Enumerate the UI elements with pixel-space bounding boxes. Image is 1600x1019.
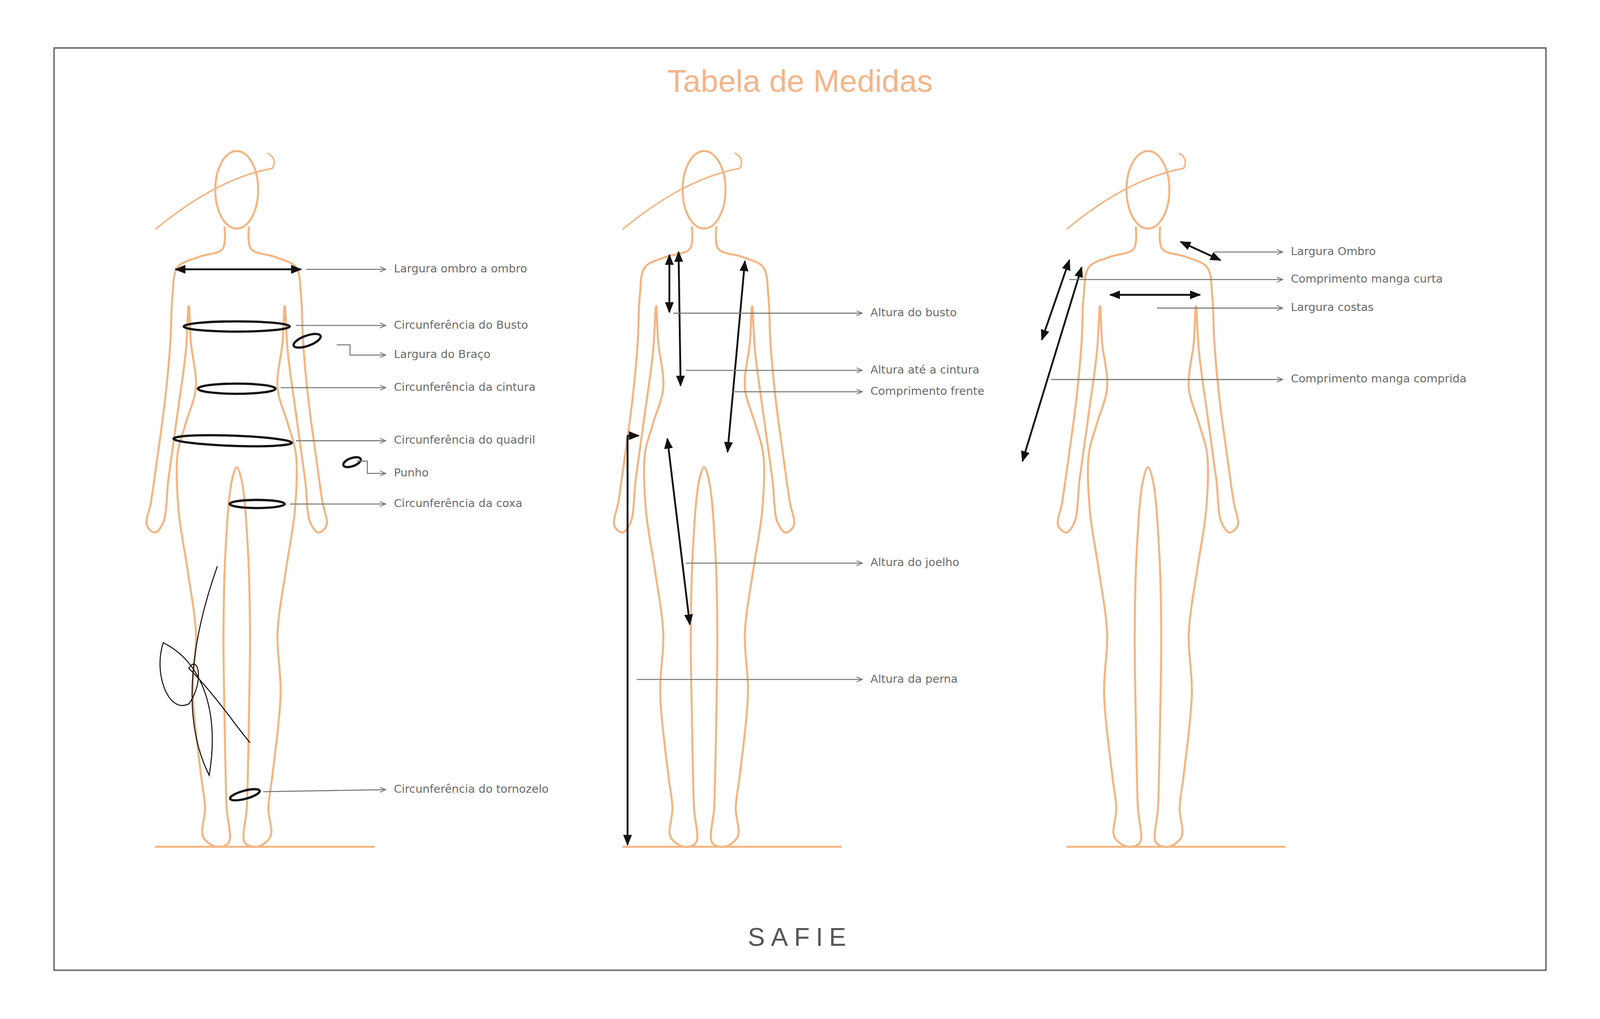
measure-label: Circunferência do tornozelo [394, 782, 549, 797]
leader-line [1069, 279, 1283, 280]
leader-line [673, 312, 863, 314]
measure-label: Altura até a cintura [870, 363, 980, 378]
signature [160, 566, 251, 776]
human-figure [146, 150, 375, 848]
leader-line [357, 461, 386, 474]
measure-label: Largura do Braço [394, 347, 491, 363]
measure-arrow [1180, 241, 1221, 261]
hair-line [622, 153, 742, 230]
leader-line [685, 562, 863, 564]
measure-label: Altura do busto [870, 306, 957, 321]
measure-label: Comprimento manga comprida [1290, 372, 1467, 387]
measure-label: Circunferência do Busto [394, 318, 529, 333]
measure-label: Punho [394, 466, 429, 481]
human-figure [1057, 150, 1286, 848]
measure-label: Largura Ombro [1290, 244, 1376, 260]
leader-line [289, 503, 386, 505]
leader-line [1051, 378, 1283, 380]
brand-logo: SAFIE [747, 921, 852, 953]
body-outline [146, 226, 328, 848]
chart-title: Tabela de Medidas [667, 62, 933, 101]
measure-arrow [175, 268, 302, 271]
circumference-mark [173, 433, 292, 448]
measure-arrow [727, 261, 745, 453]
leader-line [636, 678, 863, 680]
measure-tick [627, 434, 639, 437]
leader-line [263, 789, 386, 793]
circumference-mark [291, 331, 323, 351]
measure-label: Circunferência da cintura [394, 380, 536, 395]
leader-line [280, 387, 386, 389]
circumference-mark [342, 455, 363, 469]
measure-arrow [678, 252, 681, 386]
frame [54, 47, 1546, 971]
measure-arrow [626, 435, 629, 845]
human-figure [613, 150, 842, 848]
leader-line [336, 344, 386, 355]
measure-arrow [1041, 260, 1070, 340]
circumference-mark [197, 383, 276, 395]
circumference-mark [183, 321, 290, 332]
leader-line [731, 391, 863, 393]
measure-label: Circunferência da coxa [394, 496, 523, 512]
leader-line [295, 324, 386, 326]
circumference-mark [229, 500, 285, 509]
leader-line [1214, 251, 1283, 253]
measure-label: Altura do joelho [870, 555, 960, 571]
measure-arrow [1022, 267, 1082, 462]
head-outline [1126, 150, 1170, 229]
measure-arrow [667, 438, 690, 625]
measure-label: Circunferência do quadril [394, 433, 536, 448]
measure-label: Largura ombro a ombro [394, 262, 528, 277]
ground-line [622, 845, 842, 848]
circumference-mark [228, 787, 261, 804]
measure-label: Largura costas [1290, 300, 1374, 316]
leader-line [295, 440, 386, 442]
leader-line [685, 370, 863, 371]
ground-line [155, 845, 375, 848]
measure-label: Comprimento manga curta [1290, 272, 1443, 287]
leader-line [306, 268, 386, 270]
leader-line [1157, 307, 1283, 309]
body-outline [1057, 226, 1239, 848]
ground-line [1066, 845, 1286, 848]
measure-label: Altura da perna [870, 672, 958, 687]
head-outline [682, 150, 726, 229]
body-outline [613, 226, 795, 848]
measure-label: Comprimento frente [870, 384, 985, 399]
measure-arrow [1110, 294, 1200, 296]
hair-line [155, 153, 275, 230]
head-outline [215, 150, 259, 229]
measure-arrow [668, 255, 671, 313]
hair-line [1066, 153, 1186, 230]
